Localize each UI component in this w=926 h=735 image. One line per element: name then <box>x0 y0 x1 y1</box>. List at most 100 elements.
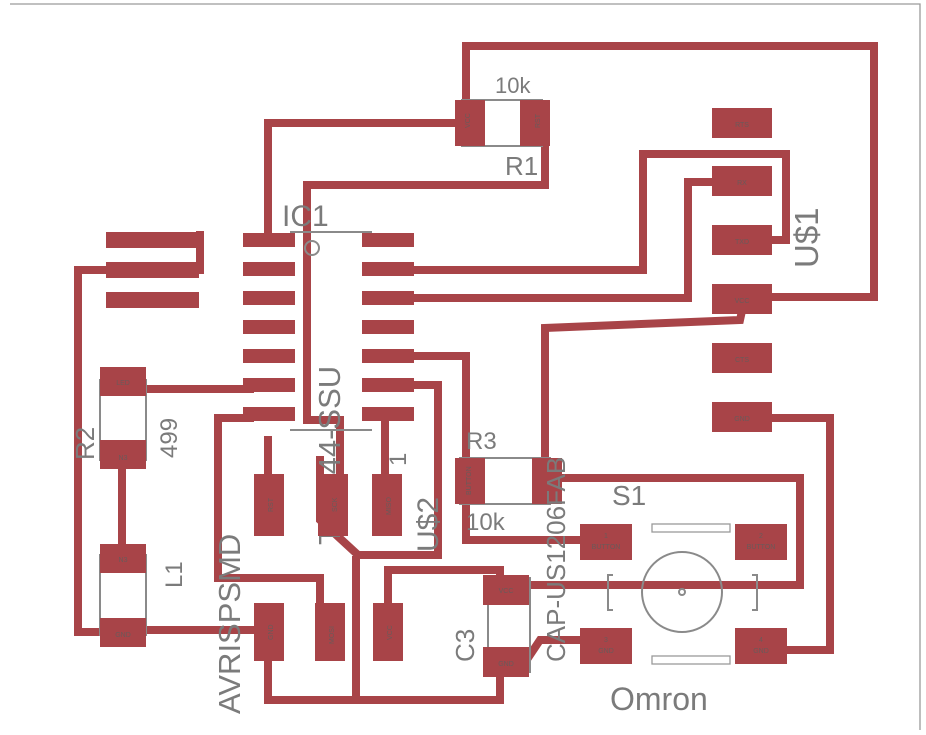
l1-pad-n3 <box>100 544 146 573</box>
s1-pad3-num: 3 <box>604 637 608 644</box>
s1-switch: 1 BUTTON 2 BUTTON 3 GND 4 GND S1 Omron <box>580 480 787 717</box>
ic1-pin-5 <box>243 349 295 363</box>
ic1-pin-14 <box>362 233 414 247</box>
l1-led: N3 GND L1 <box>99 544 188 647</box>
trace-r1-rst <box>303 126 549 514</box>
r2-led-label: LED <box>116 380 130 387</box>
ftdi-header: RTS RX TXD VCC CTS GND U$1 <box>712 108 825 432</box>
trace-vcc-loop <box>462 42 878 301</box>
ic1-pin-6 <box>243 378 295 392</box>
r2-resistor: LED N3 R2 499 <box>70 367 183 469</box>
trace-rx <box>381 178 749 302</box>
s1-pad3-label: GND <box>598 648 614 655</box>
s1-actuator-ring <box>641 551 723 633</box>
us2-pin1: 1 <box>385 453 412 466</box>
trace-gnd-left <box>74 231 204 636</box>
trace-mosi <box>214 414 324 614</box>
ftdi-pad-cts <box>712 343 772 373</box>
c3-vcc-label: VCC <box>499 588 514 595</box>
s1-name: S1 <box>612 480 646 511</box>
r3-resistor: BUTTON R3 10k <box>455 428 562 536</box>
s1-pad2-label: BUTTON <box>747 544 776 551</box>
r2-name: R2 <box>70 427 100 460</box>
isp-pad-gnd <box>254 603 284 661</box>
s1-pad-3 <box>580 628 632 664</box>
s1-pad1-num: 1 <box>604 533 608 540</box>
ftdi-pad-gnd <box>712 402 772 432</box>
l1-n3-label: N3 <box>119 557 128 564</box>
ftdi-gnd-label: GND <box>734 416 750 423</box>
ftdi-pad-rts <box>712 108 772 138</box>
s1-pad-4 <box>735 628 787 664</box>
isp-pad-sck <box>318 474 348 536</box>
r1-name: R1 <box>505 151 538 181</box>
r3-name: R3 <box>466 428 497 455</box>
l1-name: L1 <box>161 561 188 588</box>
trace-ftdi-vcc <box>541 292 750 474</box>
ic1-pin-12 <box>362 291 414 305</box>
ic1-pin1-marker <box>304 240 320 256</box>
trace-btn-gnd <box>741 414 834 654</box>
ic1-pin-4 <box>243 320 295 334</box>
avr-header-label: AVRISPSMD <box>212 534 247 714</box>
s1-bracket-right <box>752 574 758 611</box>
s1-pad2-num: 2 <box>759 533 763 540</box>
left-pad-3 <box>106 292 199 308</box>
isp-sck-label: SCK <box>332 497 339 512</box>
r2-value: 499 <box>156 418 183 458</box>
s1-pad-2 <box>735 524 787 560</box>
ic1-pin-1 <box>243 233 295 247</box>
s1-bracket-left <box>607 574 613 611</box>
left-pad-2 <box>106 262 199 278</box>
board-outline <box>10 3 921 730</box>
isp-miso-label: MISO <box>386 497 393 515</box>
r3-pad-button <box>455 458 485 504</box>
ftdi-rts-label: RTS <box>735 122 749 129</box>
l1-pad-gnd <box>100 618 146 647</box>
ic1-pin-10 <box>362 349 414 363</box>
isp-pad-vcc <box>373 603 403 661</box>
us1-name: U$1 <box>788 207 825 268</box>
s1-bottom-bar <box>651 655 731 665</box>
ic1-pin-2 <box>243 262 295 276</box>
ic1-pin-7 <box>243 407 295 421</box>
r1-resistor: VCC RST 10k R1 <box>455 73 550 181</box>
ftdi-rx-label: RX <box>737 180 747 187</box>
ic1-pin-9 <box>362 378 414 392</box>
ftdi-pad-rx <box>712 166 772 196</box>
isp-pad-mosi <box>315 603 345 661</box>
trace-r1-to-ic <box>264 119 470 244</box>
c3-gnd-label: GND <box>498 661 514 668</box>
r3-pad-vcc <box>532 458 562 504</box>
isp-gnd-label: GND <box>268 624 275 640</box>
r2-pad-led <box>100 367 146 396</box>
r2-n3-label: N3 <box>119 455 128 462</box>
s1-pad4-num: 4 <box>759 637 763 644</box>
isp-pad-miso <box>372 474 402 536</box>
l1-gnd-label: GND <box>115 632 131 639</box>
isp-mosi-label: MOSI <box>329 626 336 644</box>
c3-part: CAP-US1206FAB <box>541 457 571 662</box>
ftdi-cts-label: CTS <box>735 357 749 364</box>
c3-pad-gnd <box>483 647 529 677</box>
left-pad-1 <box>106 232 199 248</box>
r3-button-label: BUTTON <box>466 466 473 495</box>
s1-top-bar <box>651 523 731 533</box>
r1-value: 10k <box>495 73 531 98</box>
r1-pad-vcc-label: VCC <box>465 113 472 128</box>
s1-pad4-label: GND <box>753 648 769 655</box>
s1-pad1-label: BUTTON <box>592 544 621 551</box>
trace-tx <box>381 150 790 274</box>
ftdi-pad-vcc <box>712 284 772 314</box>
ic1-pin-11 <box>362 320 414 334</box>
c3-name: C3 <box>450 629 480 662</box>
left-header-pads <box>106 232 199 308</box>
isp-pad-rst <box>254 474 284 536</box>
r3-value: 10k <box>466 509 506 536</box>
trace-gnd-bottom <box>264 651 504 704</box>
s1-pad-1 <box>580 524 632 560</box>
r1-pad-rst-label: RST <box>535 113 542 128</box>
ic1-name: IC1 <box>282 200 329 233</box>
s1-part: Omron <box>610 681 708 717</box>
ftdi-vcc-label: VCC <box>735 298 750 305</box>
